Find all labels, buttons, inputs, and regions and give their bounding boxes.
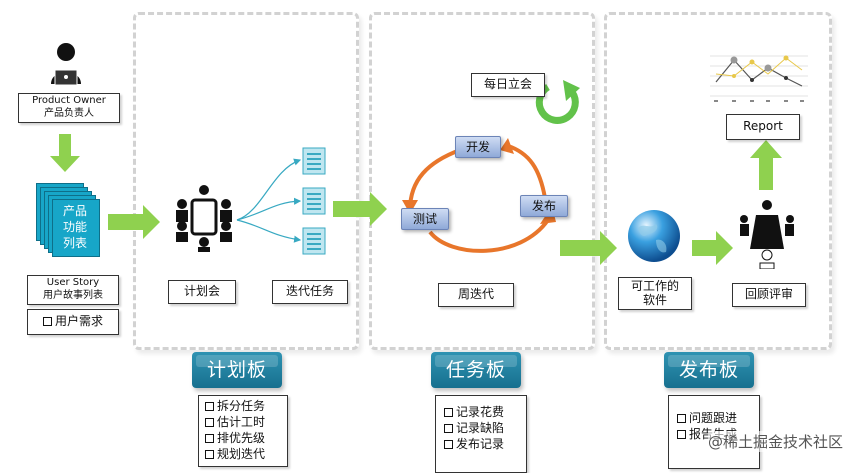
- review-meeting-icon: [738, 197, 796, 270]
- iteration-tasks-label: 迭代任务: [285, 284, 334, 298]
- task-board-title: 任务板: [431, 352, 521, 388]
- task-checklist-item: 记录花费: [444, 404, 526, 420]
- task-doc-icon-1: [302, 147, 326, 179]
- refresh-icon: [535, 80, 580, 124]
- planning-meeting-icon: [170, 182, 238, 252]
- report-label-box: Report: [726, 114, 800, 140]
- product-owner-box: Product Owner 产品负责人: [18, 93, 120, 123]
- daily-standup-label: 每日立会: [483, 77, 532, 91]
- arrow-software-to-review: [692, 231, 733, 265]
- product-owner-icon: [45, 40, 87, 86]
- report-label: Report: [743, 119, 783, 133]
- cycle-node-test-label: 测试: [412, 212, 437, 226]
- task-checklist-item: 发布记录: [444, 436, 526, 452]
- arrow-review-to-report: [750, 140, 782, 190]
- planning-checklist-item: 估计工时: [205, 414, 287, 430]
- task-board-title-text: 任务板: [445, 359, 506, 381]
- planning-checklist: 拆分任务 估计工时 排优先级 规划迭代: [198, 395, 288, 467]
- arrow-backlog-to-planning: [108, 205, 160, 239]
- task-checklist: 记录花费 记录缺陷 发布记录: [435, 395, 527, 473]
- user-story-box: User Story 用户故事列表: [27, 275, 119, 305]
- planning-board-title-text: 计划板: [206, 359, 267, 381]
- weekly-iteration-label: 周迭代: [457, 287, 494, 301]
- globe-icon: [626, 208, 682, 264]
- retrospective-label: 回顾评审: [744, 287, 793, 301]
- product-backlog-cards: 产品 功能 列表: [36, 183, 106, 259]
- cycle-node-develop-label: 开发: [465, 140, 490, 154]
- working-software-label-box: 可工作的 软件: [618, 277, 692, 310]
- user-story-zh: 用户故事列表: [43, 290, 103, 301]
- daily-standup-box: 每日立会: [471, 73, 545, 97]
- iteration-tasks-label-box: 迭代任务: [272, 280, 348, 304]
- watermark: @稀土掘金技术社区: [707, 431, 843, 452]
- arrow-cycle-to-software: [560, 231, 617, 265]
- release-board-title-text: 发布板: [678, 359, 739, 381]
- backlog-card-line-3: 列表: [62, 236, 87, 250]
- cycle-node-develop: 开发: [455, 136, 501, 158]
- planning-meeting-label-box: 计划会: [168, 280, 236, 304]
- task-doc-icon-3: [302, 227, 326, 259]
- backlog-card-line-2: 功能: [62, 220, 87, 234]
- cycle-node-test: 测试: [401, 208, 449, 230]
- user-needs-item: 用户需求: [43, 310, 103, 332]
- working-software-line-1: 可工作的: [630, 279, 679, 293]
- task-checklist-item: 记录缺陷: [444, 420, 526, 436]
- retrospective-label-box: 回顾评审: [732, 283, 806, 307]
- planning-meeting-label: 计划会: [183, 284, 220, 298]
- cycle-node-release-label: 发布: [531, 199, 556, 213]
- arrow-down-backlog: [50, 134, 80, 172]
- release-checklist-item: 问题跟进: [677, 410, 759, 426]
- weekly-iteration-label-box: 周迭代: [438, 283, 514, 307]
- planning-board-title: 计划板: [192, 352, 282, 388]
- product-owner-role-zh: 产品负责人: [44, 108, 94, 119]
- release-board-title: 发布板: [664, 352, 754, 388]
- task-doc-icon-2: [302, 187, 326, 219]
- user-needs-box: 用户需求: [27, 309, 119, 335]
- cycle-node-release: 发布: [520, 195, 568, 217]
- report-chart-icon: [704, 48, 810, 108]
- working-software-line-2: 软件: [642, 293, 667, 307]
- planning-checklist-item: 拆分任务: [205, 398, 287, 414]
- arrow-tasks-to-cycle: [333, 192, 387, 226]
- planning-checklist-item: 规划迭代: [205, 446, 287, 462]
- product-owner-role-en: Product Owner: [32, 95, 106, 106]
- user-story-en: User Story: [46, 277, 100, 288]
- backlog-card-line-1: 产品: [62, 204, 87, 218]
- planning-checklist-item: 排优先级: [205, 430, 287, 446]
